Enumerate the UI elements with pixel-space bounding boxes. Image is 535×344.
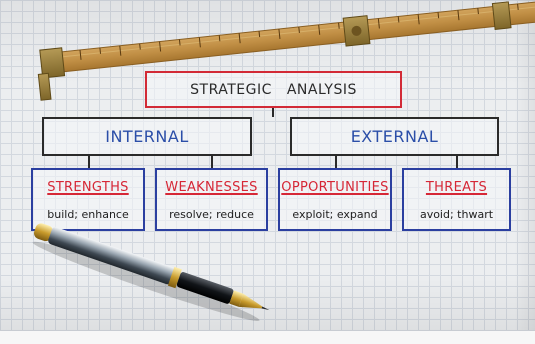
internal-box: INTERNAL	[42, 117, 252, 156]
weaknesses-box: WEAKNESSES resolve; reduce	[155, 168, 268, 231]
connector-internal-right	[211, 156, 213, 168]
threats-box: THREATS avoid; thwart	[402, 168, 511, 231]
opportunities-note: exploit; expand	[292, 208, 378, 221]
external-box: EXTERNAL	[290, 117, 499, 156]
threats-title: THREATS	[425, 180, 488, 195]
threats-note: avoid; thwart	[419, 208, 494, 221]
internal-label: INTERNAL	[105, 127, 189, 146]
opportunities-box: OPPORTUNITIES exploit; expand	[278, 168, 392, 231]
connector-internal-left	[88, 156, 90, 168]
paper-bottom-edge	[0, 330, 535, 344]
opportunities-title: OPPORTUNITIES	[281, 180, 389, 195]
strengths-box: STRENGTHS build; enhance	[31, 168, 145, 231]
strengths-note: build; enhance	[47, 208, 129, 221]
title-box: STRATEGIC ANALYSIS	[145, 71, 402, 108]
diagram-title: STRATEGIC ANALYSIS	[190, 81, 357, 98]
connector-external-left	[335, 156, 337, 168]
connector-external-right	[456, 156, 458, 168]
weaknesses-title: WEAKNESSES	[165, 180, 258, 195]
strengths-title: STRENGTHS	[47, 180, 129, 195]
external-label: EXTERNAL	[350, 127, 439, 146]
connector-title-stem	[272, 108, 274, 117]
weaknesses-note: resolve; reduce	[169, 208, 254, 221]
